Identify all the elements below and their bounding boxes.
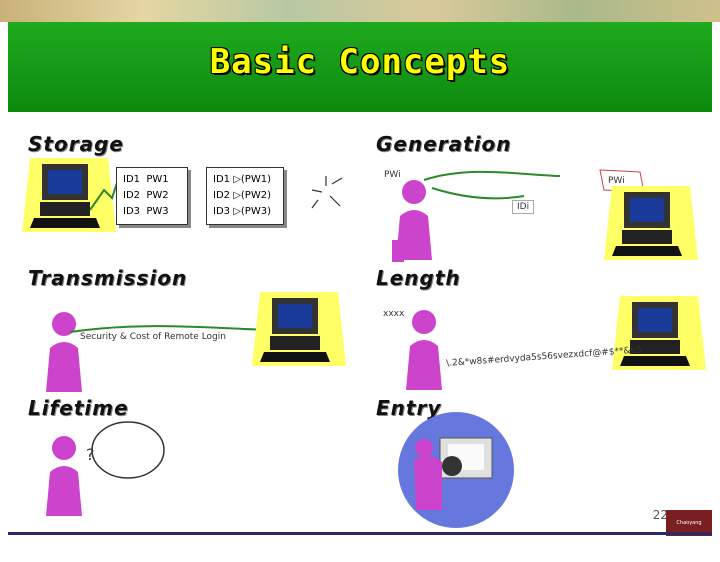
computer-icon: [252, 292, 346, 366]
heading-transmission: Transmission: [28, 266, 188, 290]
entry-scene-icon: [398, 412, 514, 528]
generation-id-label: IDi: [512, 200, 535, 214]
short-password-text: xxxx: [383, 309, 405, 319]
user-figure-icon: [392, 180, 432, 262]
computer-icon: [612, 296, 706, 370]
heading-entry: Entry: [376, 396, 442, 420]
computer-icon: [22, 158, 116, 232]
user-figure-icon: [46, 436, 82, 516]
computer-icon: [604, 186, 698, 260]
heading-generation: Generation: [376, 132, 512, 156]
thought-bubble-icon: [91, 421, 165, 479]
curved-arrow-icon: [431, 187, 525, 200]
top-decorative-band: [0, 0, 720, 22]
heading-lifetime: Lifetime: [28, 396, 129, 420]
page-number: 22: [652, 508, 668, 522]
heading-storage: Storage: [28, 132, 124, 156]
plain-password-table: ID1 PW1 ID2 PW2 ID3 PW3: [116, 167, 188, 225]
hashed-password-table: ID1 ▷(PW1) ID2 ▷(PW2) ID3 ▷(PW3): [206, 167, 284, 225]
user-figure-icon: [46, 312, 82, 392]
illustrations: ?: [22, 158, 706, 528]
user-figure-icon: [406, 310, 442, 390]
curved-arrow-icon: [423, 170, 561, 181]
generation-right-label: PWi: [608, 176, 625, 186]
transmission-caption: Security & Cost of Remote Login: [80, 332, 226, 342]
generation-left-label: PWi: [384, 170, 401, 180]
title-banner: [8, 22, 712, 112]
flow-arrow-icon: [89, 179, 119, 211]
university-logo: Chaoyang University: [666, 510, 712, 552]
svg-text:?: ?: [86, 445, 95, 464]
page-title: Basic Concepts: [209, 42, 511, 82]
bottom-rule: [8, 532, 712, 535]
spark-icon: [311, 176, 343, 209]
heading-length: Length: [376, 266, 461, 290]
